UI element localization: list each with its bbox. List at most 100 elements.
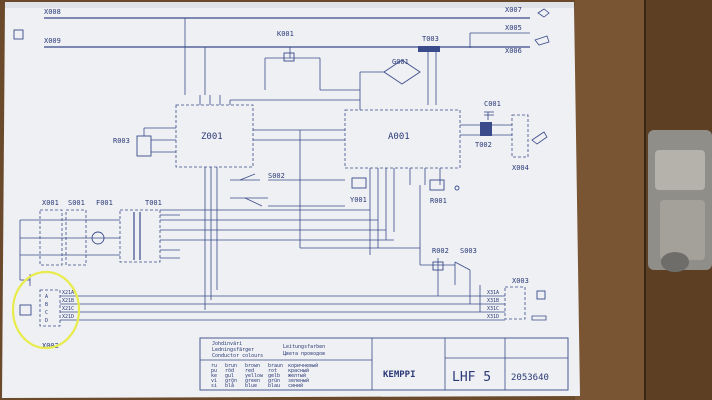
input-section: X001 S001 F001 T001: [19, 199, 180, 286]
label-r002: R002: [432, 247, 449, 255]
potentiometer-r003: R003: [113, 127, 176, 157]
colour-row-1-col-2: red: [245, 368, 254, 374]
colour-table: ru brun brown braun коричневый pu röd re…: [211, 363, 318, 389]
model-name: LHF 5: [452, 370, 491, 385]
paper-shadow-top: [5, 2, 574, 8]
title-block-frame: [199, 337, 569, 391]
colour-row-4-col-1: blå: [225, 382, 234, 389]
label-x001: X001: [42, 199, 59, 207]
label-s001: S001: [68, 199, 85, 207]
label-x003: X003: [512, 277, 529, 285]
top-bus: X008 X007 X009 X005 X006: [13, 6, 550, 95]
label-x008: X008: [44, 8, 61, 16]
label-t003: T003: [422, 35, 439, 43]
label-f001: F001: [96, 199, 113, 207]
relay-k001: K001: [264, 30, 360, 91]
colour-row-4-col-2: blue: [245, 383, 257, 389]
label-g001: G001: [392, 58, 409, 66]
x002-wire-2: X21B: [62, 298, 74, 304]
plug-icon-x007: [537, 8, 550, 18]
title-block: Johdinväri Ledningsfärger Conductor colo…: [199, 337, 569, 391]
document-number: 2053640: [511, 373, 549, 383]
colour-row-1-col-1: röd: [225, 368, 234, 374]
colour-row-0-col-1: brun: [225, 363, 237, 369]
paper-sheet: [2, 2, 580, 398]
label-t002: T002: [475, 141, 492, 149]
box-a001: [344, 109, 461, 169]
legend-title-left-3: Conductor colours: [212, 353, 263, 359]
potentiometer-r001: R001: [429, 179, 460, 205]
x002-wire-4: X21D: [62, 314, 74, 320]
colour-row-4-col-0: si: [211, 383, 217, 389]
colour-row-0-col-0: ru: [211, 363, 217, 369]
lower-bus: X003 X31A X31B X31C X31D A B C D X21A X2…: [11, 270, 547, 350]
colour-row-4-col-3: blau: [268, 383, 280, 389]
transformer-t003: T003: [418, 35, 440, 105]
x002-pin-a: A: [45, 294, 48, 300]
label-r003: R003: [113, 137, 130, 145]
transformer-t002: T002: [475, 122, 512, 149]
legend-title-left-1: Johdinväri: [212, 341, 242, 347]
connector-icon-x003: [536, 290, 546, 300]
colour-row-4-col-4: синий: [288, 383, 303, 389]
label-r001: R001: [430, 197, 447, 205]
label-x002: X002: [42, 342, 59, 350]
label-k001: K001: [277, 30, 294, 38]
legend-title-left-2: Ledningsfärger: [212, 347, 254, 353]
brand-kemppi: KEMPPI: [383, 370, 416, 380]
label-z001: Z001: [201, 132, 223, 142]
label-s003: S003: [460, 247, 477, 255]
label-x009: X009: [44, 37, 61, 45]
colour-row-2-col-0: ke: [211, 373, 217, 379]
label-t001: T001: [145, 199, 162, 207]
label-x007: X007: [505, 6, 522, 14]
colour-row-0-col-4: коричневый: [288, 363, 318, 369]
x002-pin-c: C: [45, 310, 48, 316]
label-x006: X006: [505, 47, 522, 55]
colour-row-0-col-2: brown: [245, 363, 260, 369]
rectifier-g001: G001: [359, 58, 421, 110]
x003-wire-3: X31C: [487, 306, 499, 312]
label-a001: A001: [388, 132, 410, 142]
box-z001: [175, 104, 254, 168]
label-x004: X004: [512, 164, 529, 172]
capacitor-c001: C001: [484, 100, 501, 120]
switch-s003: S003: [420, 247, 477, 285]
colour-row-2-col-3: gelb: [268, 373, 280, 379]
torch-icon-x003: [531, 315, 547, 321]
switch-s002: S002: [230, 172, 345, 207]
connector-x004: X004: [511, 114, 548, 172]
valve-y001: Y001: [350, 177, 367, 204]
colour-row-3-col-0: vi: [211, 378, 217, 384]
colour-row-2-col-1: gul: [225, 373, 234, 379]
connector-x002: [39, 289, 61, 327]
x002-wire-1: X21A: [62, 290, 74, 296]
legend-title-right-2: Цвета проводов: [283, 351, 325, 357]
remote-icon-x002: [19, 304, 32, 316]
colour-row-1-col-0: pu: [211, 368, 217, 374]
metal-object: [648, 130, 712, 272]
colour-row-1-col-4: красный: [288, 368, 309, 374]
x003-wire-1: X31A: [487, 290, 499, 296]
x003-wire-4: X31D: [487, 314, 499, 320]
colour-row-3-col-1: grön: [225, 378, 237, 384]
x002-pin-b: B: [45, 302, 48, 308]
x003-wire-2: X31B: [487, 298, 499, 304]
module-a001: A001: [344, 109, 480, 255]
wood-grain-strip: [575, 0, 645, 400]
torch-icon-x004: [531, 131, 548, 145]
colour-row-1-col-3: rot: [268, 368, 277, 374]
colour-row-2-col-4: желтый: [288, 373, 306, 379]
x002-wire-3: X21C: [62, 306, 74, 312]
label-x005: X005: [505, 24, 522, 32]
mid-wires: [160, 130, 421, 265]
torch-icon-x006: [534, 35, 550, 46]
colour-row-3-col-2: green: [245, 378, 260, 384]
colour-row-3-col-4: зеленый: [288, 378, 309, 384]
colour-row-0-col-3: braun: [268, 363, 283, 369]
legend-title-right-1: Leitungsfarben: [283, 344, 325, 350]
colour-row-3-col-3: grün: [268, 378, 280, 384]
terminal-icon-top-left: [13, 29, 24, 40]
label-s002: S002: [268, 172, 285, 180]
